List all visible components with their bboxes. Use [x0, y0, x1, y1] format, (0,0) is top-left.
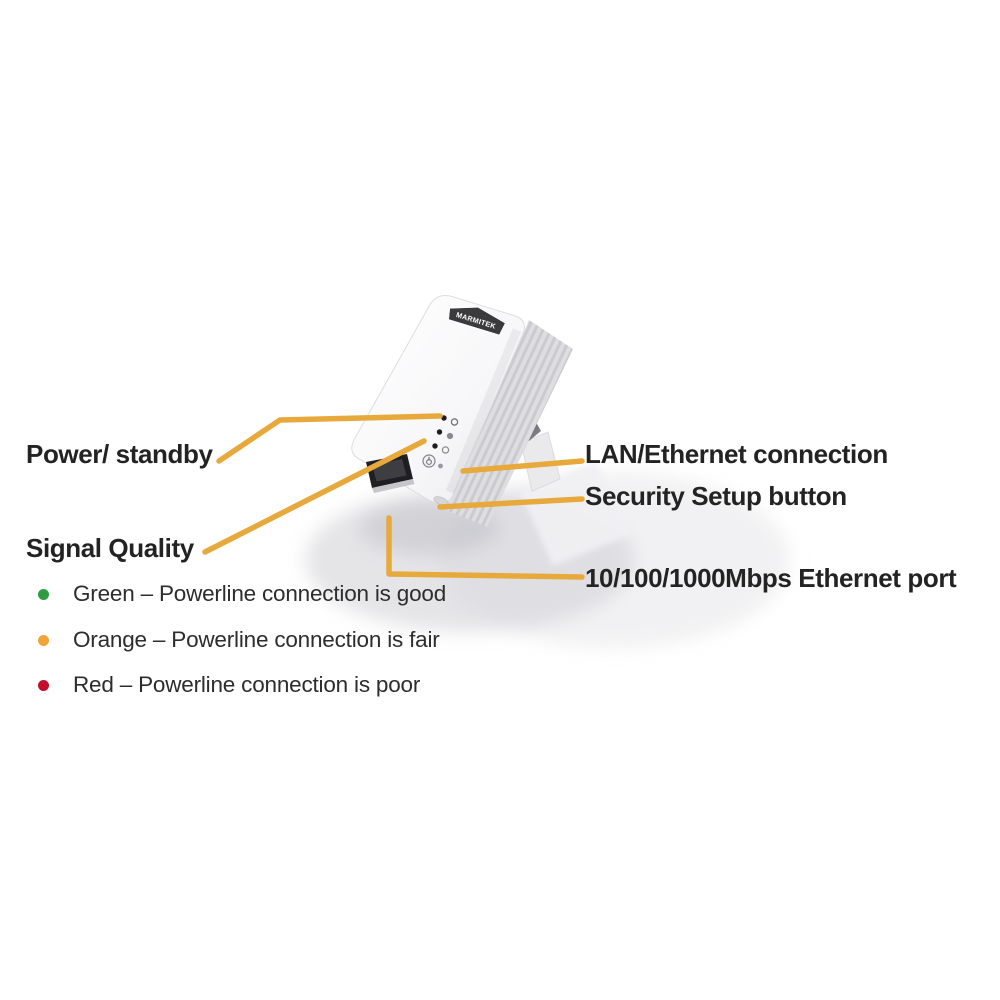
- label-ethernet-port: 10/100/1000Mbps Ethernet port: [585, 563, 957, 593]
- callout-lines: [202, 413, 585, 580]
- red-dot-icon: [38, 679, 49, 691]
- callout-line-signal: [202, 438, 427, 555]
- legend-item-red: Red – Powerline connection is poor: [30, 671, 420, 699]
- led-cluster: [422, 415, 459, 469]
- label-lan-ethernet-connection: LAN/Ethernet connection: [585, 439, 888, 469]
- callout-line-power: [216, 413, 443, 464]
- legend-item-green: Green – Powerline connection is good: [30, 580, 446, 608]
- label-signal-quality: Signal Quality: [26, 533, 194, 563]
- power-symbol-icon: [450, 418, 459, 426]
- green-dot-icon: [38, 588, 49, 600]
- front-edge-shading: [445, 328, 522, 494]
- orange-dot-icon: [38, 634, 49, 646]
- power-button-icon: [422, 454, 436, 468]
- callout-line-security: [437, 496, 585, 510]
- label-power-standby: Power/ standby: [26, 439, 213, 469]
- home-symbol-icon: [446, 432, 454, 440]
- adapter-side-face: [446, 320, 573, 527]
- ethernet-led-icon: [432, 443, 438, 449]
- callout-line-ethernet: [386, 515, 585, 580]
- plug-base: [520, 462, 632, 566]
- ethernet-symbol-icon: [441, 446, 450, 454]
- legend-text-green: Green – Powerline connection is good: [73, 581, 447, 606]
- legend-item-orange: Orange – Powerline connection is fair: [30, 626, 440, 654]
- home-led-icon: [436, 429, 443, 435]
- adapter-body: MARMITEK: [351, 294, 573, 527]
- label-security-setup-button: Security Setup button: [585, 481, 847, 511]
- small-led-icon: [438, 463, 443, 469]
- legend-text-orange: Orange – Powerline connection is fair: [73, 627, 440, 652]
- legend-text-red: Red – Powerline connection is poor: [73, 672, 421, 697]
- callout-line-lan: [460, 458, 585, 474]
- plug-stem: [520, 431, 561, 492]
- adapter-front-face: [351, 294, 525, 505]
